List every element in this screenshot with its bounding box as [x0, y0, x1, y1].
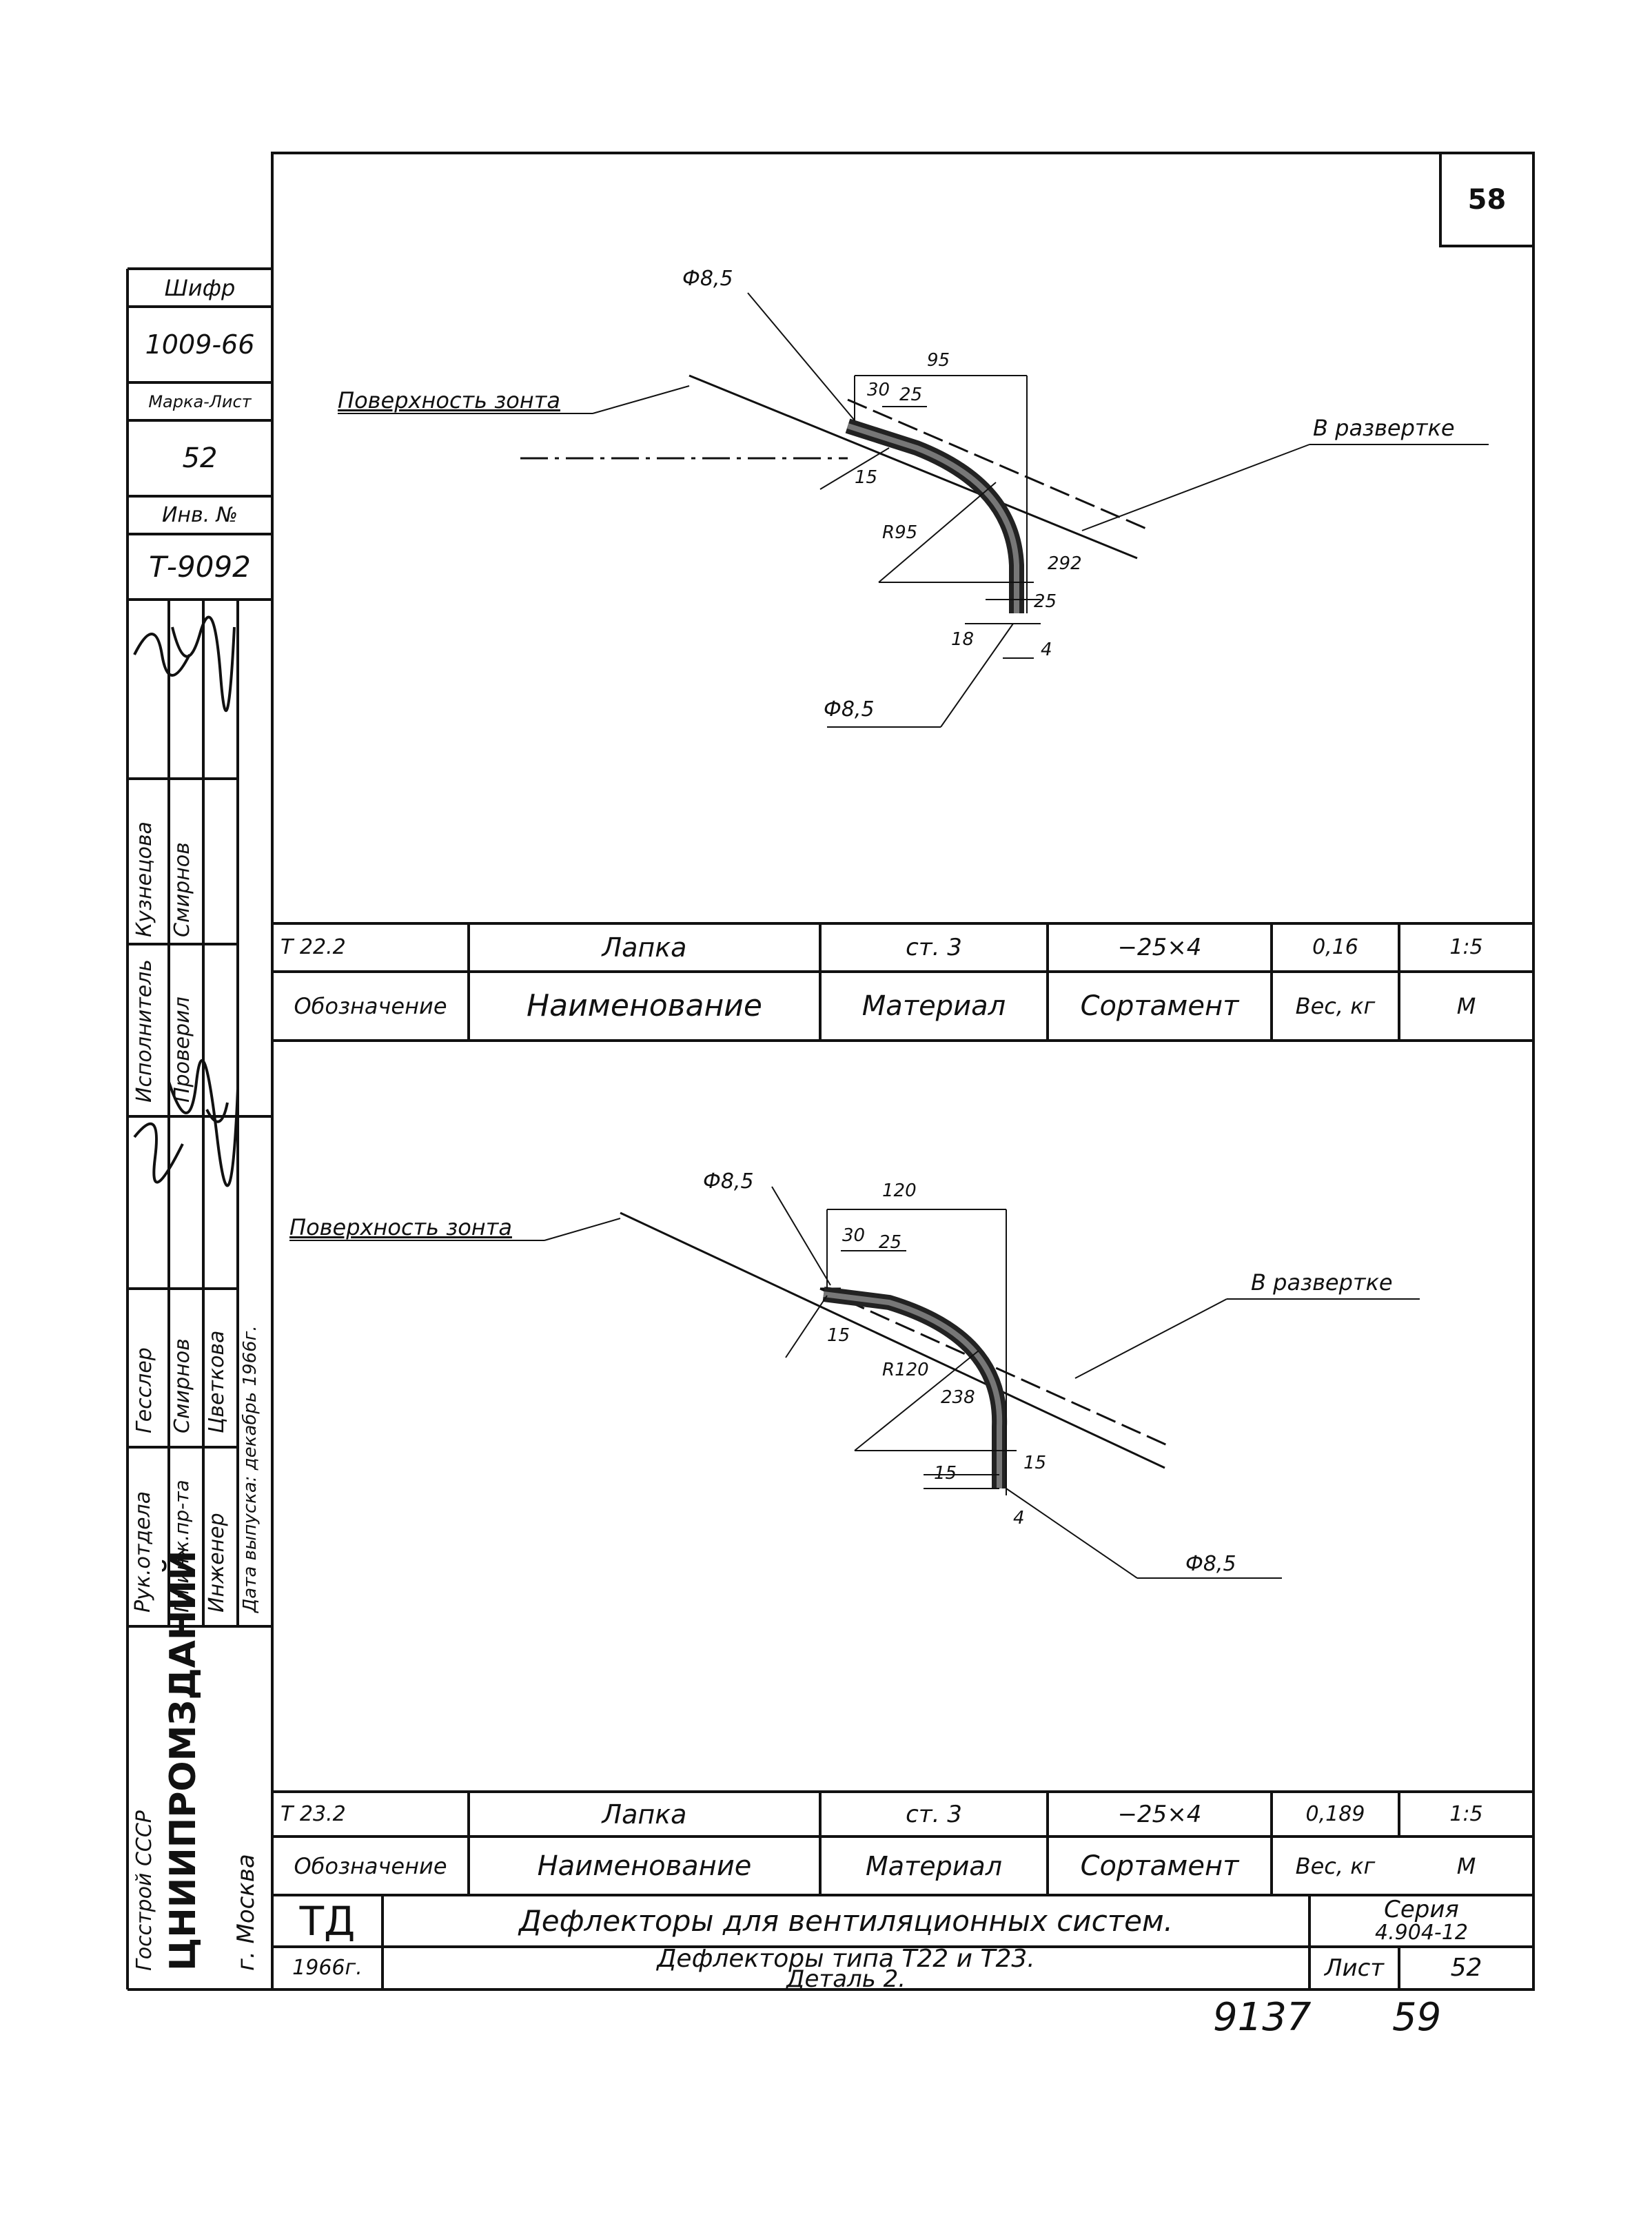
cipher-value: 1009-66 — [145, 329, 255, 360]
org-tsniipromzdaniy: ЦНИИПРОМЗДАНИЙ — [163, 1550, 204, 1971]
top-designation-value: Т 22.2 — [281, 935, 346, 959]
bottom-weight-value: 0,189 — [1305, 1801, 1365, 1826]
bottom-dim-r120: R120 — [882, 1360, 929, 1380]
inv-label: Инв. № — [161, 502, 238, 527]
brand-value: 52 — [182, 442, 218, 474]
title-line-3: Деталь 2. — [786, 1965, 906, 1993]
bottom-dim-238: 238 — [941, 1387, 975, 1408]
bottom-surface-label: Поверхность зонта — [289, 1214, 512, 1240]
bottom-header-material: Материал — [866, 1850, 1002, 1881]
top-hole-top-label: Ф8,5 — [682, 267, 733, 291]
bottom-header-weight: Вес, кг — [1295, 1852, 1376, 1879]
bottom-header-designation: Обозначение — [294, 1852, 447, 1879]
top-dim-292: 292 — [1048, 553, 1082, 574]
sheet-value: 52 — [1450, 1954, 1482, 1982]
series-label: Серия — [1384, 1896, 1459, 1923]
top-header-material: Материал — [861, 990, 1006, 1022]
bottom-dim-120: 120 — [882, 1180, 917, 1201]
top-dim-15: 15 — [855, 467, 878, 488]
footer-right-number: 59 — [1392, 1995, 1442, 2040]
top-material-value: ст. 3 — [906, 934, 962, 961]
bottom-hole-bottom-label: Ф8,5 — [1185, 1552, 1236, 1576]
bottom-designation-value: Т 23.2 — [281, 1801, 346, 1826]
top-header-designation: Обозначение — [294, 993, 447, 1019]
bottom-header-name: Наименование — [537, 1850, 752, 1882]
bottom-scale-value: 1:5 — [1449, 1801, 1483, 1826]
title-line-2: Дефлекторы типа Т22 и Т23. — [657, 1945, 1035, 1973]
top-dim-25: 25 — [899, 385, 923, 405]
bottom-dim-30: 30 — [842, 1225, 866, 1246]
bottom-hole-top-label: Ф8,5 — [703, 1169, 754, 1194]
top-profile-value: −25×4 — [1117, 934, 1202, 961]
cipher-label: Шифр — [164, 274, 236, 301]
title-org-short: ТД — [299, 1897, 356, 1945]
top-header-weight: Вес, кг — [1295, 993, 1376, 1019]
bottom-header-profile: Сортамент — [1080, 1850, 1239, 1882]
top-name-value: Лапка — [602, 932, 687, 963]
footer-left-number: 9137 — [1213, 1995, 1312, 2040]
bottom-dim-4: 4 — [1013, 1508, 1025, 1528]
top-dim-r95: R95 — [882, 522, 918, 543]
top-unfold-label: В развертке — [1313, 415, 1455, 441]
top-scale-value: 1:5 — [1449, 935, 1483, 959]
sheet-label: Лист — [1324, 1954, 1385, 1982]
top-dim-18: 18 — [951, 629, 975, 650]
top-header-name: Наименование — [527, 988, 762, 1023]
corner-sheet-number: 58 — [1467, 183, 1507, 216]
top-surface-label: Поверхность зонта — [338, 387, 560, 413]
bottom-dim-15: 15 — [827, 1325, 850, 1346]
series-value: 4.904-12 — [1375, 1921, 1468, 1945]
title-year: 1966г. — [292, 1956, 363, 1980]
inv-value: Т-9092 — [149, 549, 251, 584]
top-header-scale: М — [1456, 993, 1476, 1019]
bottom-unfold-label: В развертке — [1251, 1269, 1393, 1296]
top-weight-value: 0,16 — [1312, 935, 1358, 959]
bottom-dim-15b: 15 — [1023, 1453, 1047, 1473]
brand-label: Марка-Лист — [148, 391, 252, 411]
top-dim-4: 4 — [1041, 640, 1052, 660]
title-line-1: Дефлекторы для вентиляционных систем. — [518, 1903, 1174, 1938]
bottom-material-value: ст. 3 — [906, 1800, 962, 1828]
bottom-profile-value: −25×4 — [1117, 1800, 1202, 1828]
bottom-dim-15c: 15 — [934, 1463, 957, 1484]
top-header-profile: Сортамент — [1080, 990, 1239, 1022]
org-gosstroy: Госстрой СССР — [132, 1810, 156, 1971]
bottom-header-scale: М — [1456, 1852, 1476, 1879]
top-dim-25b: 25 — [1034, 591, 1057, 612]
top-dim-95: 95 — [927, 350, 950, 371]
bottom-dim-25: 25 — [879, 1232, 902, 1253]
signature-marks — [133, 615, 239, 1187]
top-dim-30: 30 — [867, 380, 890, 400]
bottom-name-value: Лапка — [602, 1799, 687, 1830]
top-hole-bottom-label: Ф8,5 — [824, 697, 875, 722]
org-city: г. Москва — [232, 1854, 260, 1971]
